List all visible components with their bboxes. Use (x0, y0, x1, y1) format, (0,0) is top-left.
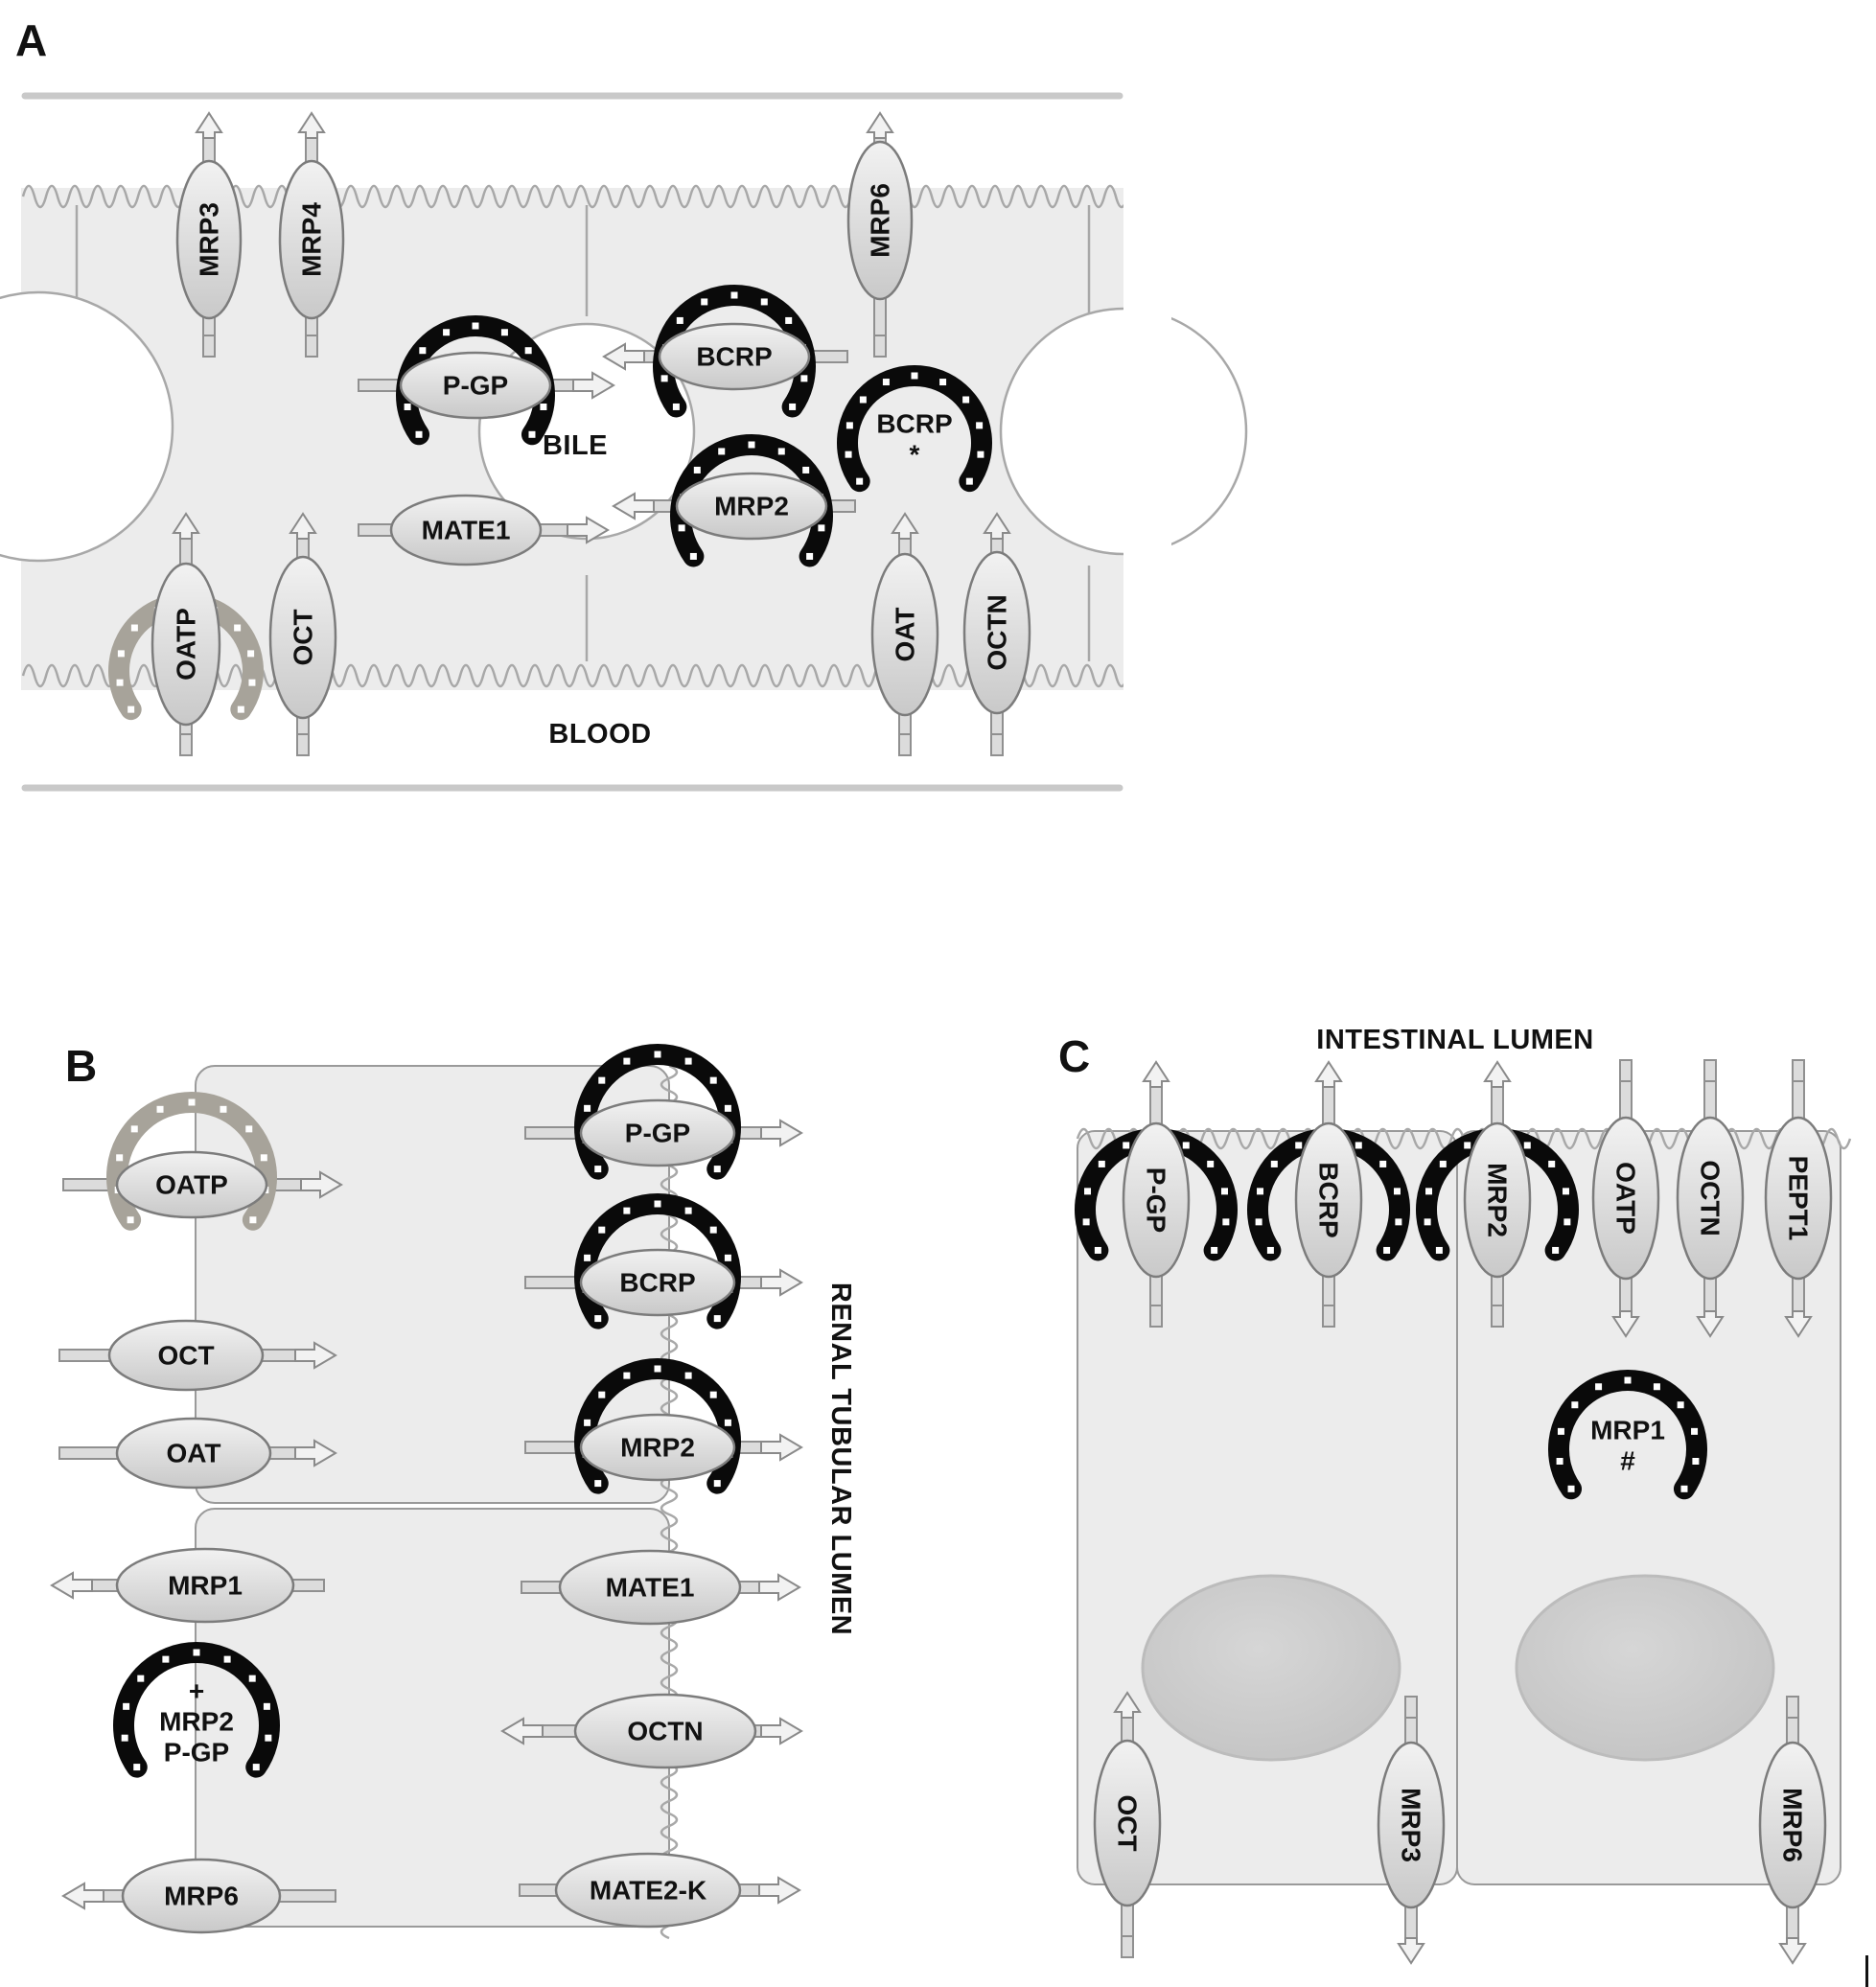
transporter-c-mrp2: MRP2 (1416, 1060, 1579, 1328)
b-mrp2-label: MRP2 (620, 1433, 695, 1463)
transporter-c-octn: OCTN (1676, 1059, 1745, 1338)
b-combo-label: MRP2 (159, 1707, 234, 1737)
b-mrp6-label: MRP6 (164, 1882, 239, 1911)
b-bcrp-label: BCRP (619, 1268, 695, 1298)
a-mrp3-label: MRP3 (195, 202, 224, 277)
b-combo-label2: P-GP (164, 1738, 229, 1768)
b-combo-mark: + (189, 1676, 204, 1706)
transporter-a-octn: OCTN (962, 512, 1031, 756)
transporter-b-mrp1: MRP1 (50, 1547, 325, 1624)
transporter-a-oct: OCT (268, 512, 337, 756)
b-oct-label: OCT (157, 1341, 214, 1371)
nucleus-right (1515, 1574, 1775, 1762)
a-bcrp-canal-label: BCRP (696, 342, 772, 372)
a-bcrp-star-mark: * (910, 440, 920, 470)
renal-lumen-label: RENAL TUBULAR LUMEN (825, 1282, 856, 1635)
a-mate1-label: MATE1 (422, 516, 511, 545)
transporter-c-pgp: P-GP (1075, 1060, 1238, 1328)
c-mrp6-label: MRP6 (1778, 1788, 1808, 1862)
transporter-a-bcrp-canal: BCRP (602, 285, 848, 418)
transporter-a-pgp: P-GP (358, 315, 615, 446)
transporter-b-octn: OCTN (500, 1693, 803, 1769)
c-oct-label: OCT (1113, 1794, 1143, 1851)
panel-b: B RENAL TUBULAR LUMEN OATP OCT OAT MRP1 … (50, 1041, 856, 1940)
transporter-b-mrp6: MRP6 (61, 1858, 336, 1934)
b-mrp1-label: MRP1 (168, 1571, 243, 1601)
a-oat-label: OAT (891, 607, 920, 661)
transporter-a-mrp4: MRP4 (278, 111, 345, 358)
transporter-a-mrp2: MRP2 (612, 434, 856, 567)
transporter-a-mrp3: MRP3 (175, 111, 243, 358)
c-pept1-label: PEPT1 (1784, 1156, 1814, 1241)
transporter-a-mrp6: MRP6 (846, 111, 914, 358)
panel-a: A BILE BLOOD MRP3 (0, 15, 1248, 792)
transporter-c-oct: OCT (1093, 1691, 1162, 1958)
a-mrp4-label: MRP4 (297, 202, 327, 277)
transporter-c-bcrp: BCRP (1247, 1060, 1410, 1328)
c-oatp-label: OATP (1611, 1162, 1641, 1235)
transporter-c-oatp: OATP (1591, 1059, 1660, 1338)
a-bcrp-star-label: BCRP (876, 409, 952, 439)
b-pgp-label: P-GP (625, 1119, 690, 1148)
a-pgp-label: P-GP (443, 371, 508, 401)
a-oatp-label: OATP (172, 608, 201, 681)
transporter-a-mate1: MATE1 (358, 494, 610, 566)
transporter-a-oat: OAT (870, 512, 939, 756)
c-mrp1-label: MRP1 (1590, 1416, 1665, 1445)
transporter-b-oat: OAT (58, 1417, 337, 1490)
transporter-a-bcrp-star: BCRP* (837, 365, 992, 493)
edge-mark (1865, 1955, 1868, 1987)
panel-b-cells (195, 1064, 679, 1940)
transporter-b-pgp: P-GP (524, 1044, 803, 1180)
b-oat-label: OAT (166, 1439, 220, 1468)
intestinal-lumen-label: INTESTINAL LUMEN (1316, 1025, 1593, 1055)
a-oct-label: OCT (289, 609, 318, 665)
transporter-c-pept1: PEPT1 (1764, 1059, 1833, 1338)
transporter-b-bcrp: BCRP (524, 1193, 803, 1329)
transporter-c-mrp3: MRP3 (1377, 1696, 1446, 1965)
b-mate1-label: MATE1 (606, 1573, 695, 1603)
a-mrp6-label: MRP6 (866, 183, 895, 258)
a-octn-label: OCTN (983, 594, 1012, 670)
panel-b-letter: B (65, 1041, 97, 1091)
c-bcrp-label: BCRP (1314, 1162, 1344, 1237)
transporter-c-mrp1: MRP1# (1548, 1370, 1707, 1500)
panel-c-cells (1076, 1127, 1852, 1885)
b-octn-label: OCTN (627, 1717, 703, 1746)
bile-canaliculus-left (0, 290, 174, 563)
b-mate2k-label: MATE2-K (590, 1876, 706, 1906)
panel-c-letter: C (1058, 1031, 1090, 1081)
nucleus-left (1141, 1574, 1401, 1762)
c-octn-label: OCTN (1696, 1160, 1725, 1236)
b-oatp-label: OATP (155, 1170, 228, 1200)
transporter-c-mrp6: MRP6 (1758, 1696, 1827, 1965)
a-mrp2-label: MRP2 (714, 492, 789, 521)
c-mrp2-label: MRP2 (1483, 1163, 1513, 1237)
transporter-b-mrp2: MRP2 (524, 1358, 803, 1494)
panel-a-letter: A (15, 15, 47, 65)
bile-label: BILE (543, 430, 608, 461)
transporter-b-mate1: MATE1 (521, 1549, 801, 1626)
transporter-b-oatp: OATP (62, 1092, 343, 1231)
c-mrp1-mark: # (1620, 1446, 1635, 1476)
c-pgp-label: P-GP (1142, 1167, 1171, 1233)
transporter-a-oatp: OATP (108, 512, 264, 756)
transporter-b-mate2k: MATE2-K (519, 1852, 801, 1929)
transporter-b-oct: OCT (58, 1319, 337, 1392)
c-mrp3-label: MRP3 (1397, 1788, 1426, 1862)
panel-c: C INTESTINAL LUMEN P-GP BCRP MRP2 OATP O… (1058, 1025, 1852, 1965)
blood-label: BLOOD (548, 719, 651, 750)
